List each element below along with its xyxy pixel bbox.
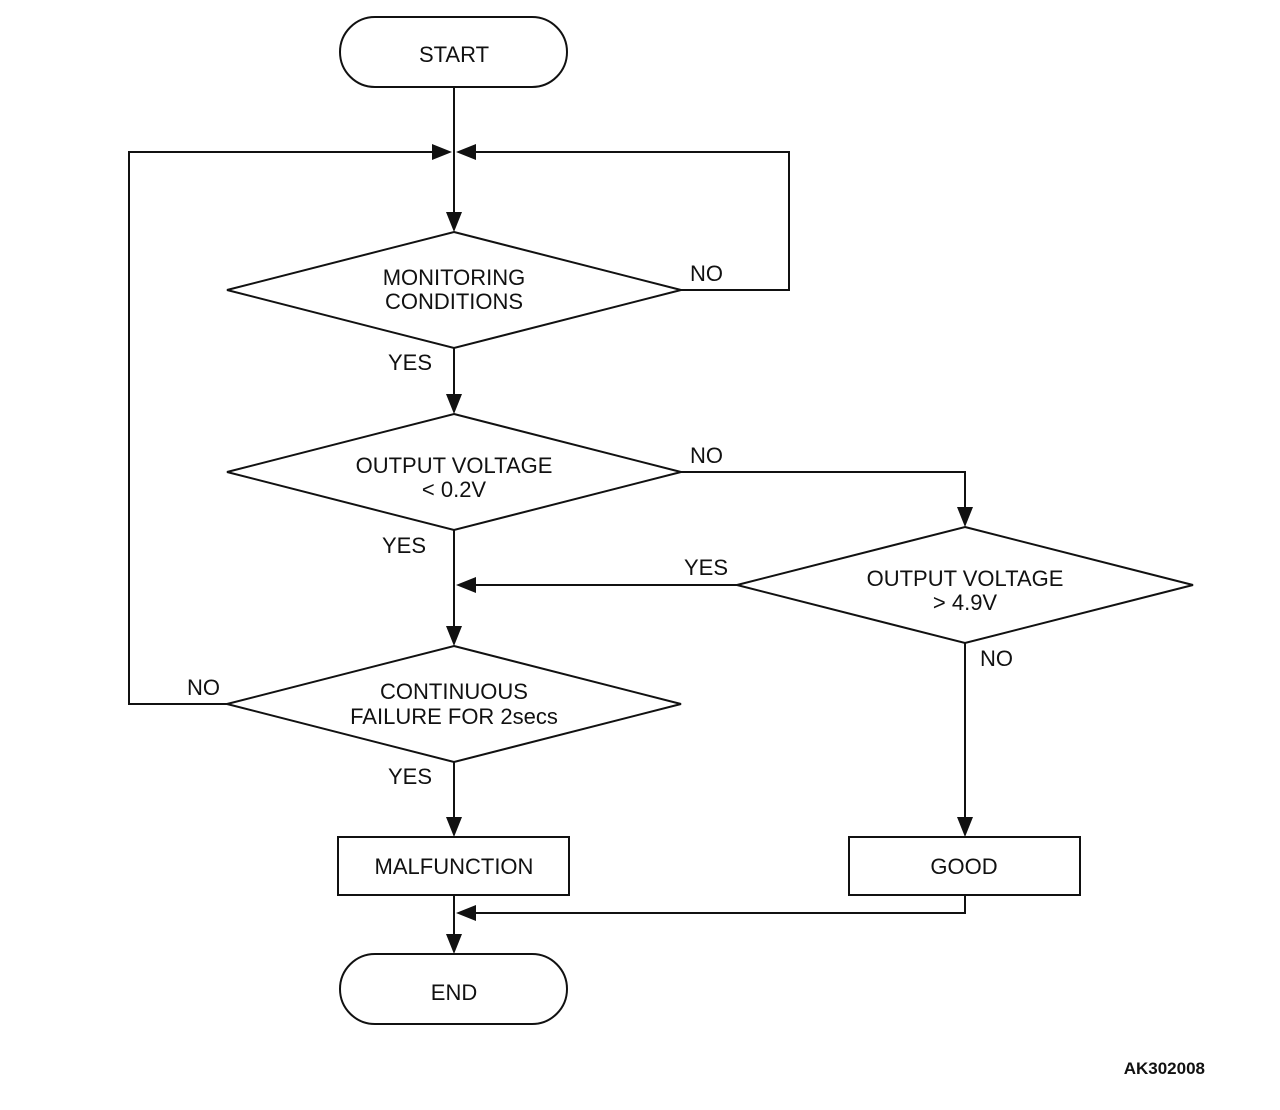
arrowhead-into-low-voltage [446,394,462,414]
branch-labels: NO YES NO YES YES NO NO YES [187,261,1013,789]
output-voltage-high-decision: OUTPUT VOLTAGE > 4.9V [736,525,1194,645]
arrowhead-into-continuous [446,626,462,646]
connectors [128,87,973,954]
continuous-failure-line-2: FAILURE FOR 2secs [350,704,558,729]
low-voltage-yes-label: YES [382,533,426,558]
connector-continuous-no-loop [128,151,434,705]
arrowhead-into-high-voltage [957,507,973,527]
output-voltage-high-line-2: > 4.9V [933,590,998,615]
start-label: START [419,42,489,67]
arrowhead-continuous-no-loop [432,144,452,160]
monitoring-yes-label: YES [388,350,432,375]
connector-low-voltage-no [681,471,966,509]
monitoring-conditions-line-1: MONITORING [383,265,526,290]
output-voltage-low-decision: OUTPUT VOLTAGE < 0.2V [226,412,682,532]
continuous-yes-label: YES [388,764,432,789]
monitoring-no-label: NO [690,261,723,286]
monitoring-conditions-decision: MONITORING CONDITIONS [226,230,682,350]
continuous-no-label: NO [187,675,220,700]
arrowhead-into-good [957,817,973,837]
connector-good-to-end [474,895,966,914]
end-label: END [431,980,477,1005]
high-voltage-no-label: NO [980,646,1013,671]
continuous-failure-line-1: CONTINUOUS [380,679,528,704]
arrowhead-monitoring-no-loop [456,144,476,160]
output-voltage-high-line-1: OUTPUT VOLTAGE [867,566,1064,591]
arrowhead-into-monitoring [446,212,462,232]
monitoring-conditions-line-2: CONDITIONS [385,289,523,314]
end-terminator: END [339,953,568,1025]
good-label: GOOD [930,854,997,879]
high-voltage-yes-label: YES [684,555,728,580]
malfunction-box: MALFUNCTION [337,836,570,896]
reference-code: AK302008 [1124,1059,1205,1078]
low-voltage-no-label: NO [690,443,723,468]
output-voltage-low-line-1: OUTPUT VOLTAGE [356,453,553,478]
malfunction-label: MALFUNCTION [375,854,534,879]
arrowhead-into-end [446,934,462,954]
arrowhead-into-malfunction [446,817,462,837]
connector-monitoring-no-loop [474,151,790,291]
arrowhead-good-to-end [456,905,476,921]
start-terminator: START [339,16,568,88]
good-box: GOOD [848,836,1081,896]
output-voltage-low-line-2: < 0.2V [422,477,487,502]
continuous-failure-decision: CONTINUOUS FAILURE FOR 2secs [226,644,682,764]
arrowhead-high-voltage-yes [456,577,476,593]
